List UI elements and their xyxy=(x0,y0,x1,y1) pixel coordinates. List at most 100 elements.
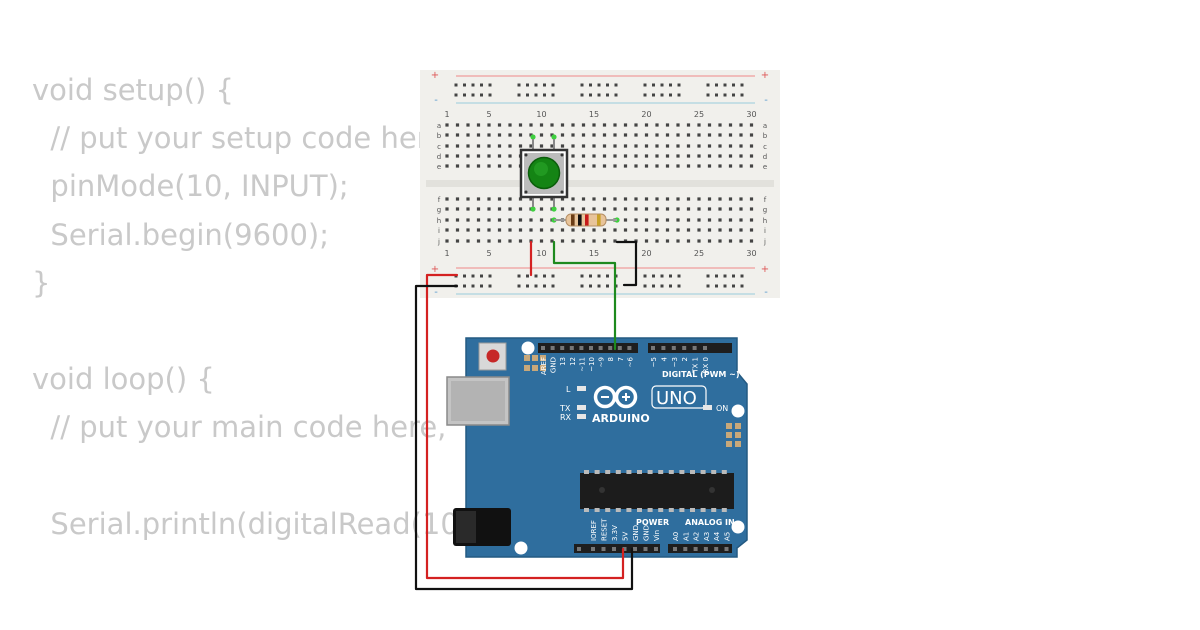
hole[interactable] xyxy=(518,144,523,148)
hole[interactable] xyxy=(613,228,617,232)
digital-pin-socket[interactable] xyxy=(692,346,697,350)
hole[interactable] xyxy=(445,207,449,211)
power-pin-socket[interactable] xyxy=(643,547,648,551)
hole[interactable] xyxy=(686,154,691,158)
hole[interactable] xyxy=(644,144,649,148)
hole[interactable] xyxy=(476,218,481,222)
hole[interactable] xyxy=(466,164,470,168)
rail-hole[interactable] xyxy=(543,83,546,87)
digital-pin-socket[interactable] xyxy=(627,346,632,350)
rail-hole[interactable] xyxy=(660,274,664,278)
power-pin-socket[interactable] xyxy=(612,547,616,551)
rail-hole[interactable] xyxy=(580,93,584,97)
rail-hole[interactable] xyxy=(488,93,492,97)
hole[interactable] xyxy=(571,123,575,127)
hole[interactable] xyxy=(560,197,565,201)
hole[interactable] xyxy=(739,164,743,168)
hole[interactable] xyxy=(739,154,743,158)
hole[interactable] xyxy=(613,133,617,137)
hole[interactable] xyxy=(749,239,754,243)
hole[interactable] xyxy=(518,123,523,127)
hole[interactable] xyxy=(487,218,491,222)
hole[interactable] xyxy=(697,207,701,211)
hole[interactable] xyxy=(581,154,586,158)
hole[interactable] xyxy=(550,144,554,148)
hole[interactable] xyxy=(581,144,586,148)
rail-hole[interactable] xyxy=(534,83,538,87)
hole[interactable] xyxy=(539,239,544,243)
rail-hole[interactable] xyxy=(652,93,655,97)
hole[interactable] xyxy=(697,154,701,158)
hole[interactable] xyxy=(739,207,743,211)
rail-hole[interactable] xyxy=(732,274,735,278)
hole[interactable] xyxy=(581,133,586,137)
hole[interactable] xyxy=(613,144,617,148)
rail-hole[interactable] xyxy=(723,274,727,278)
rail-hole[interactable] xyxy=(677,83,681,87)
hole[interactable] xyxy=(623,228,628,232)
hole[interactable] xyxy=(476,133,481,137)
digital-pin-socket[interactable] xyxy=(617,346,622,350)
power-pin-socket[interactable] xyxy=(591,547,595,551)
hole[interactable] xyxy=(665,218,670,222)
hole[interactable] xyxy=(518,239,523,243)
hole[interactable] xyxy=(707,123,712,127)
hole[interactable] xyxy=(697,239,701,243)
hole[interactable] xyxy=(634,218,638,222)
hole[interactable] xyxy=(676,144,680,148)
digital-pin-socket[interactable] xyxy=(589,346,593,350)
rail-hole[interactable] xyxy=(643,83,647,87)
analog-pin-socket[interactable] xyxy=(714,547,719,551)
hole[interactable] xyxy=(539,144,544,148)
rail-hole[interactable] xyxy=(606,93,609,97)
hole[interactable] xyxy=(623,133,628,137)
hole[interactable] xyxy=(445,197,449,201)
hole[interactable] xyxy=(497,133,502,137)
hole[interactable] xyxy=(613,154,617,158)
hole[interactable] xyxy=(718,207,722,211)
hole[interactable] xyxy=(697,133,701,137)
hole[interactable] xyxy=(476,144,481,148)
hole[interactable] xyxy=(602,144,607,148)
hole[interactable] xyxy=(634,123,638,127)
hole[interactable] xyxy=(539,207,544,211)
rail-hole[interactable] xyxy=(660,93,664,97)
rail-hole[interactable] xyxy=(597,284,601,288)
hole[interactable] xyxy=(487,123,491,127)
hole[interactable] xyxy=(665,154,670,158)
hole[interactable] xyxy=(592,228,596,232)
rail-hole[interactable] xyxy=(526,284,529,288)
hole[interactable] xyxy=(487,144,491,148)
hole[interactable] xyxy=(476,123,481,127)
hole[interactable] xyxy=(455,239,460,243)
hole[interactable] xyxy=(466,144,470,148)
hole[interactable] xyxy=(445,133,449,137)
hole[interactable] xyxy=(497,197,502,201)
hole[interactable] xyxy=(560,133,565,137)
hole[interactable] xyxy=(665,207,670,211)
hole[interactable] xyxy=(707,154,712,158)
hole[interactable] xyxy=(539,197,544,201)
rail-hole[interactable] xyxy=(488,284,492,288)
hole[interactable] xyxy=(644,133,649,137)
hole[interactable] xyxy=(644,164,649,168)
wire-5v-red[interactable] xyxy=(425,273,625,580)
hole[interactable] xyxy=(739,239,743,243)
rail-hole[interactable] xyxy=(580,274,584,278)
rail-hole[interactable] xyxy=(551,93,555,97)
hole[interactable] xyxy=(508,144,512,148)
hole[interactable] xyxy=(749,154,754,158)
rail-hole[interactable] xyxy=(589,93,592,97)
hole[interactable] xyxy=(455,218,460,222)
hole[interactable] xyxy=(445,218,449,222)
hole[interactable] xyxy=(655,133,659,137)
hole[interactable] xyxy=(581,164,586,168)
hole[interactable] xyxy=(676,197,680,201)
hole[interactable] xyxy=(466,154,470,158)
rail-hole[interactable] xyxy=(534,93,538,97)
power-pin-socket[interactable] xyxy=(633,547,637,551)
hole[interactable] xyxy=(497,164,502,168)
hole[interactable] xyxy=(602,228,607,232)
hole[interactable] xyxy=(728,218,733,222)
hole[interactable] xyxy=(592,207,596,211)
